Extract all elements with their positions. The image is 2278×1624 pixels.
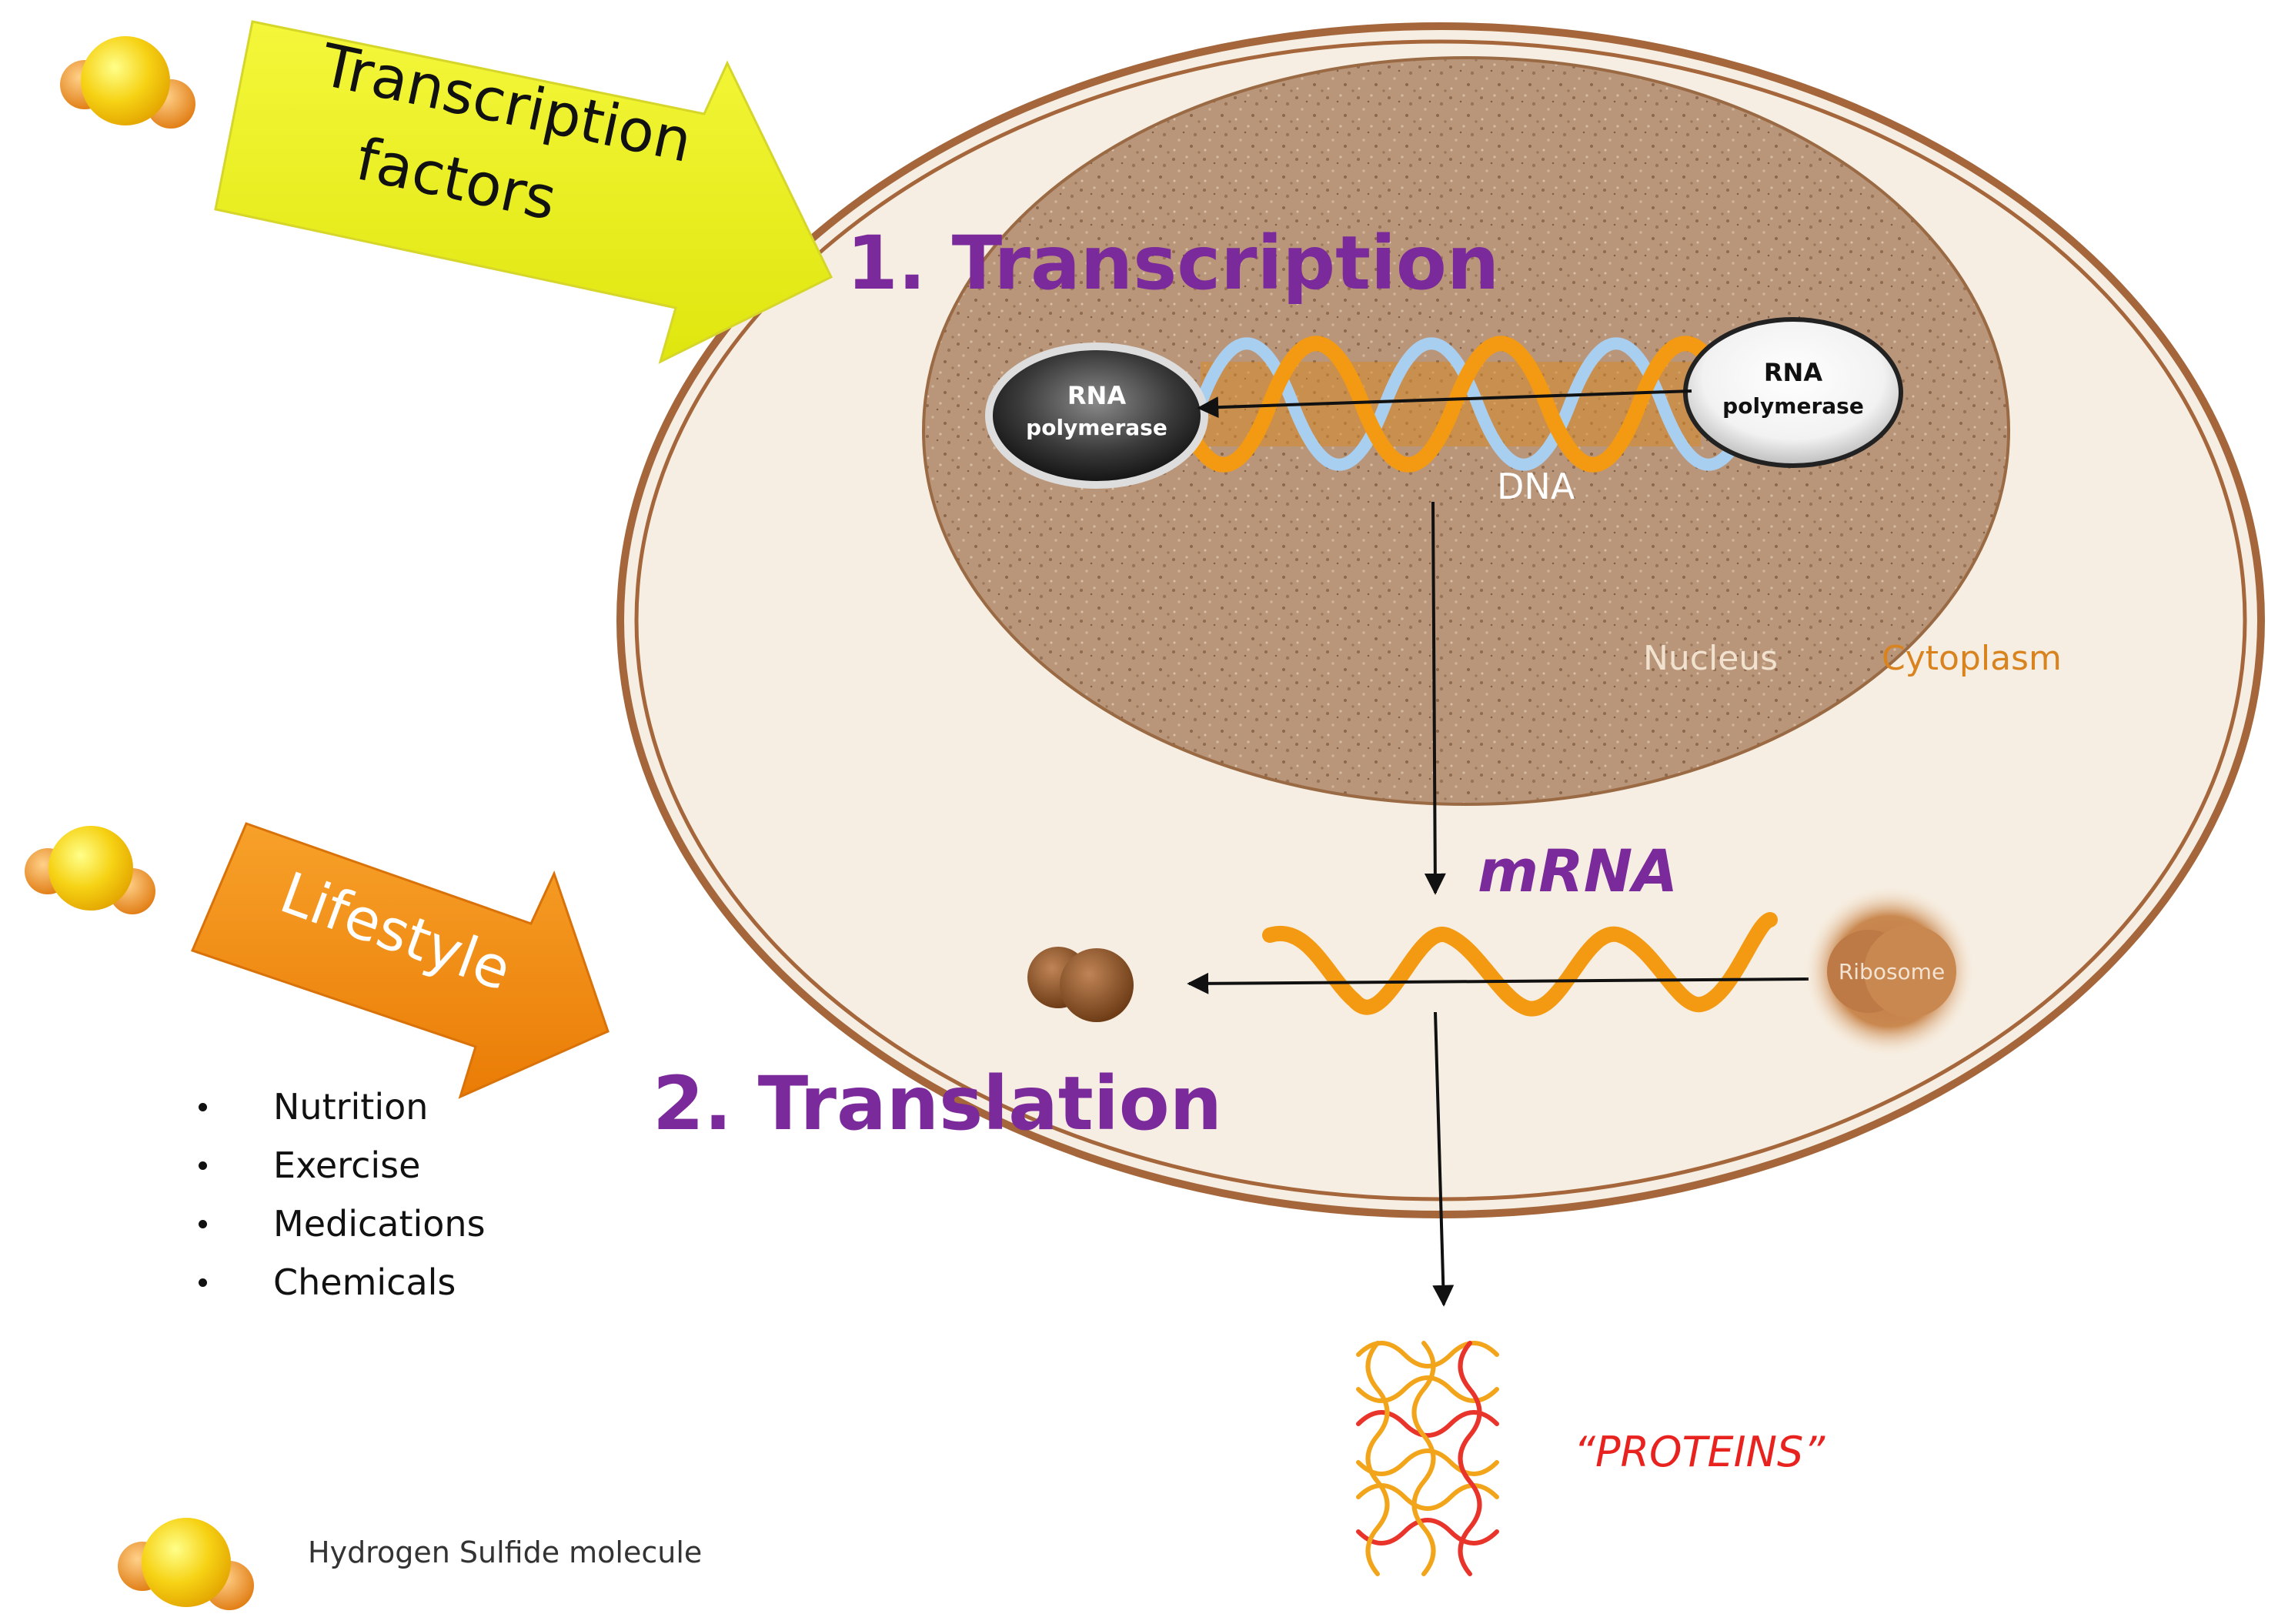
mrna-label: mRNA: [1478, 837, 1678, 905]
transcription-arrow: [1424, 501, 1446, 895]
rna-polymerase-right-label-line1: RNA: [1764, 358, 1822, 387]
polymerase-direction-arrow: [1197, 389, 1692, 419]
rna-polymerase-right: RNA polymerase: [1683, 317, 1903, 468]
legend-label: Hydrogen Sulfide molecule: [308, 1535, 702, 1569]
transcription-factors-arrow: Transcription factors: [214, 20, 833, 364]
cell: [616, 22, 2265, 1218]
cytoplasm-label: Cytoplasm: [1882, 639, 2062, 678]
nucleus-label: Nucleus: [1643, 639, 1778, 678]
proteins-mesh: [1356, 1341, 1499, 1576]
dna-helix: DNA: [1170, 336, 1761, 507]
h2s-molecule-icon-middle: [25, 826, 155, 914]
dna-label: DNA: [1497, 466, 1575, 507]
step1-title: 1. Transcription: [847, 220, 1499, 306]
list-item: Nutrition: [192, 1078, 486, 1136]
list-item: Chemicals: [192, 1253, 486, 1312]
translation-arrow: [1432, 1011, 1455, 1307]
list-item: Exercise: [192, 1136, 486, 1195]
translation-direction-arrow: [1187, 972, 1809, 994]
h2s-molecule-icon-top: [60, 36, 195, 129]
ribosome-label: Ribosome: [1839, 959, 1945, 984]
rna-polymerase-left: RNA polymerase: [985, 343, 1208, 489]
proteins-label: “PROTEINS”: [1574, 1428, 1825, 1476]
rna-polymerase-left-label-line2: polymerase: [1026, 415, 1167, 440]
step2-title: 2. Translation: [653, 1061, 1222, 1147]
h2s-molecule-icon-legend: [118, 1518, 254, 1610]
mrna-strand: [1262, 912, 1778, 1017]
lifestyle-list: Nutrition Exercise Medications Chemicals: [192, 1078, 486, 1312]
ribosome: Ribosome: [1805, 887, 1974, 1056]
rna-polymerase-right-label-line2: polymerase: [1722, 393, 1864, 419]
rna-polymerase-left-label-line1: RNA: [1067, 381, 1126, 410]
list-item: Medications: [192, 1195, 486, 1253]
lifestyle-arrow: Lifestyle: [190, 822, 610, 1099]
translated-protein-subunits: [1027, 947, 1134, 1022]
